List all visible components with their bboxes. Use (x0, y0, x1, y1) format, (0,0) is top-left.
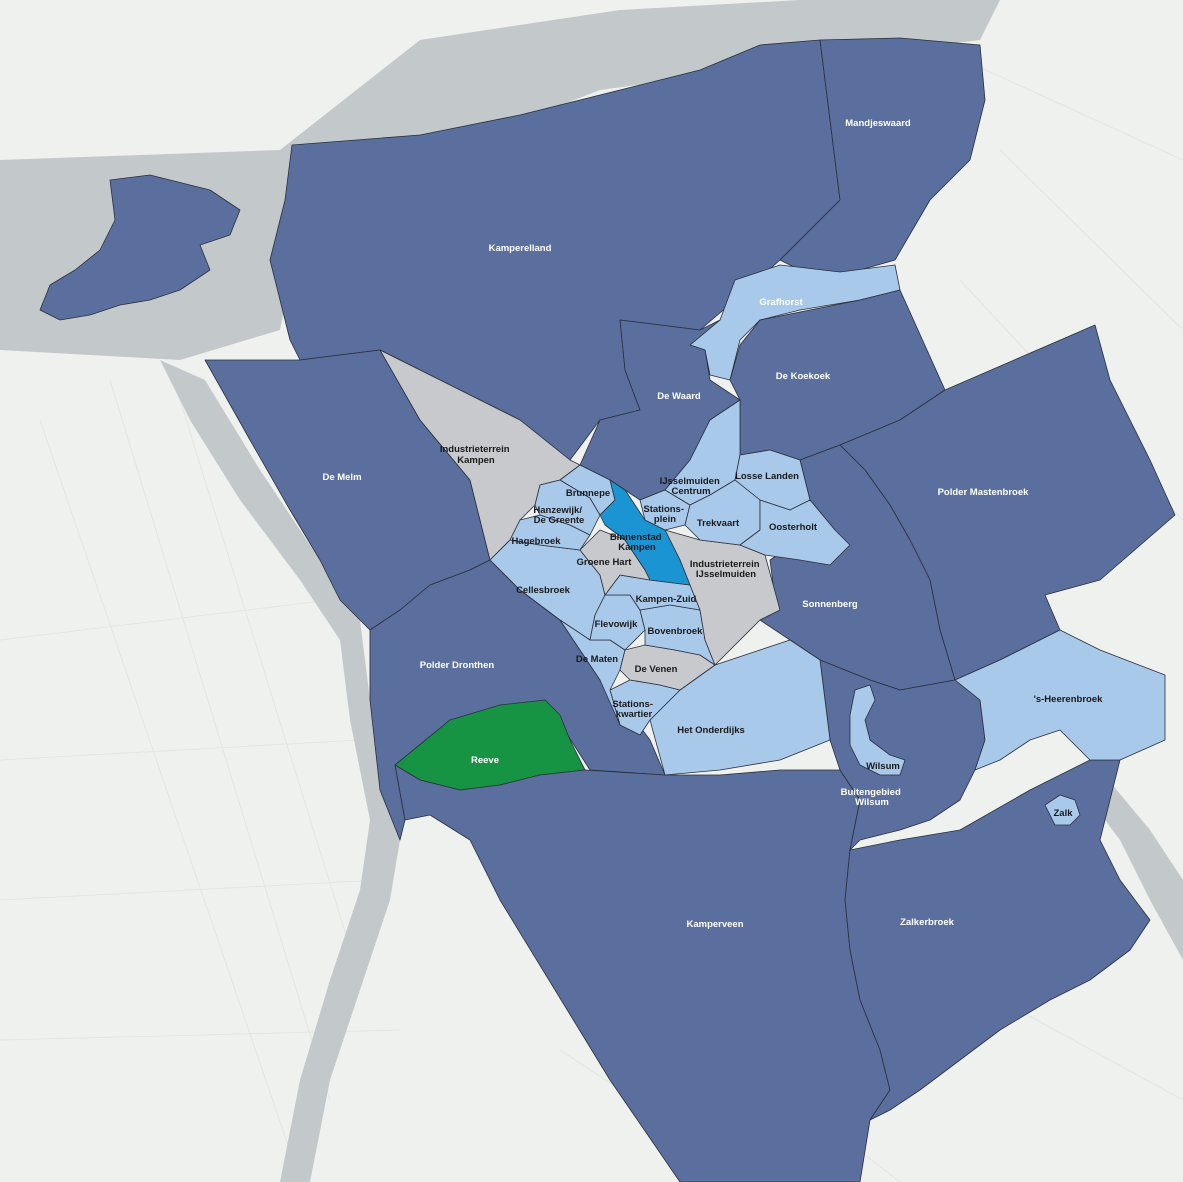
label-de-maten: De Maten (576, 654, 618, 665)
label-flevowijk: Flevowijk (595, 619, 638, 630)
label-de-melm: De Melm (322, 472, 361, 483)
label-brunnepe: Brunnepe (566, 488, 610, 499)
label-line: Wilsum (855, 797, 889, 808)
label-ijsselmuiden-centrum: IJsselmuiden Centrum (660, 476, 723, 497)
region-wilsum[interactable] (849, 684, 906, 776)
river-east (1090, 770, 1183, 960)
label-line: IJsselmuiden (696, 569, 756, 580)
label-groene-hart: Groene Hart (577, 557, 633, 568)
label-oosterholt: Oosterholt (769, 522, 818, 533)
label-reeve: Reeve (471, 755, 499, 766)
label-bovenbroek: Bovenbroek (648, 626, 704, 637)
label-line: Buitengebied (841, 787, 901, 798)
label-buitengebied-wilsum: Buitengebied Wilsum (841, 787, 904, 808)
label-industrieterrein-kampen: Industrieterrein Kampen (440, 444, 512, 466)
region-zalk[interactable] (1044, 794, 1081, 826)
label-de-koekoek: De Koekoek (776, 371, 831, 382)
label-line: Industrieterrein (440, 444, 510, 455)
label-kampen-zuid: Kampen-Zuid (636, 594, 697, 605)
label-grafhorst: Grafhorst (759, 297, 803, 308)
region-mandjeswaard[interactable] (779, 37, 986, 281)
label-binnenstad-kampen: Binnenstad Kampen (610, 532, 664, 553)
label-line: Kampen (618, 542, 656, 553)
label-line: De Greente (534, 515, 585, 526)
label-zalk: Zalk (1053, 808, 1073, 819)
label-line: Kampen (457, 455, 495, 466)
label-de-venen: De Venen (635, 664, 678, 675)
label-trekvaart: Trekvaart (697, 518, 740, 529)
label-line: Stations- (643, 504, 684, 515)
label-mandjeswaard: Mandjeswaard (845, 118, 911, 129)
regions (39, 37, 1176, 1182)
label-line: plein (654, 514, 676, 525)
region-delta-islands[interactable] (39, 174, 241, 321)
label-losse-landen: Losse Landen (735, 471, 799, 482)
label-s-heerenbroek: 's-Heerenbroek (1034, 694, 1104, 705)
region-oosterholt[interactable] (739, 499, 851, 566)
region-zalkerbroek[interactable] (844, 759, 1151, 1121)
label-hanzewijk-de-greente: Hanzewijk/ De Greente (533, 505, 584, 526)
label-hagebroek: Hagebroek (511, 536, 561, 547)
label-kamperelland: Kamperelland (489, 243, 552, 254)
region-s-heerenbroek[interactable] (954, 629, 1166, 771)
label-het-onderdijks: Het Onderdijks (677, 725, 745, 736)
label-line: Centrum (671, 486, 710, 497)
label-cellesbroek: Cellesbroek (516, 585, 571, 596)
ijssel-river (160, 360, 400, 1182)
label-kamperveen: Kamperveen (686, 919, 743, 930)
label-polder-mastenbroek: Polder Mastenbroek (938, 487, 1030, 498)
label-stationsplein: Stations- plein (643, 504, 686, 525)
label-wilsum: Wilsum (866, 761, 900, 772)
label-industrieterrein-ijsselmuiden: Industrieterrein IJsselmuiden (690, 559, 762, 580)
label-stationskwartier: Stations- kwartier (612, 699, 655, 720)
label-de-waard: De Waard (657, 391, 701, 402)
label-line: Binnenstad (610, 532, 662, 543)
label-line: Hanzewijk/ (533, 505, 582, 516)
label-line: Stations- (612, 699, 653, 710)
label-line: Industrieterrein (690, 559, 760, 570)
region-labels: Kamperelland Mandjeswaard Grafhorst De K… (322, 118, 1103, 930)
label-sonnenberg: Sonnenberg (802, 599, 858, 610)
label-line: IJsselmuiden (660, 476, 720, 487)
label-polder-dronthen: Polder Dronthen (420, 660, 495, 671)
label-zalkerbroek: Zalkerbroek (900, 917, 955, 928)
ketelmeer-water (0, 0, 1000, 360)
label-line: kwartier (616, 709, 653, 720)
